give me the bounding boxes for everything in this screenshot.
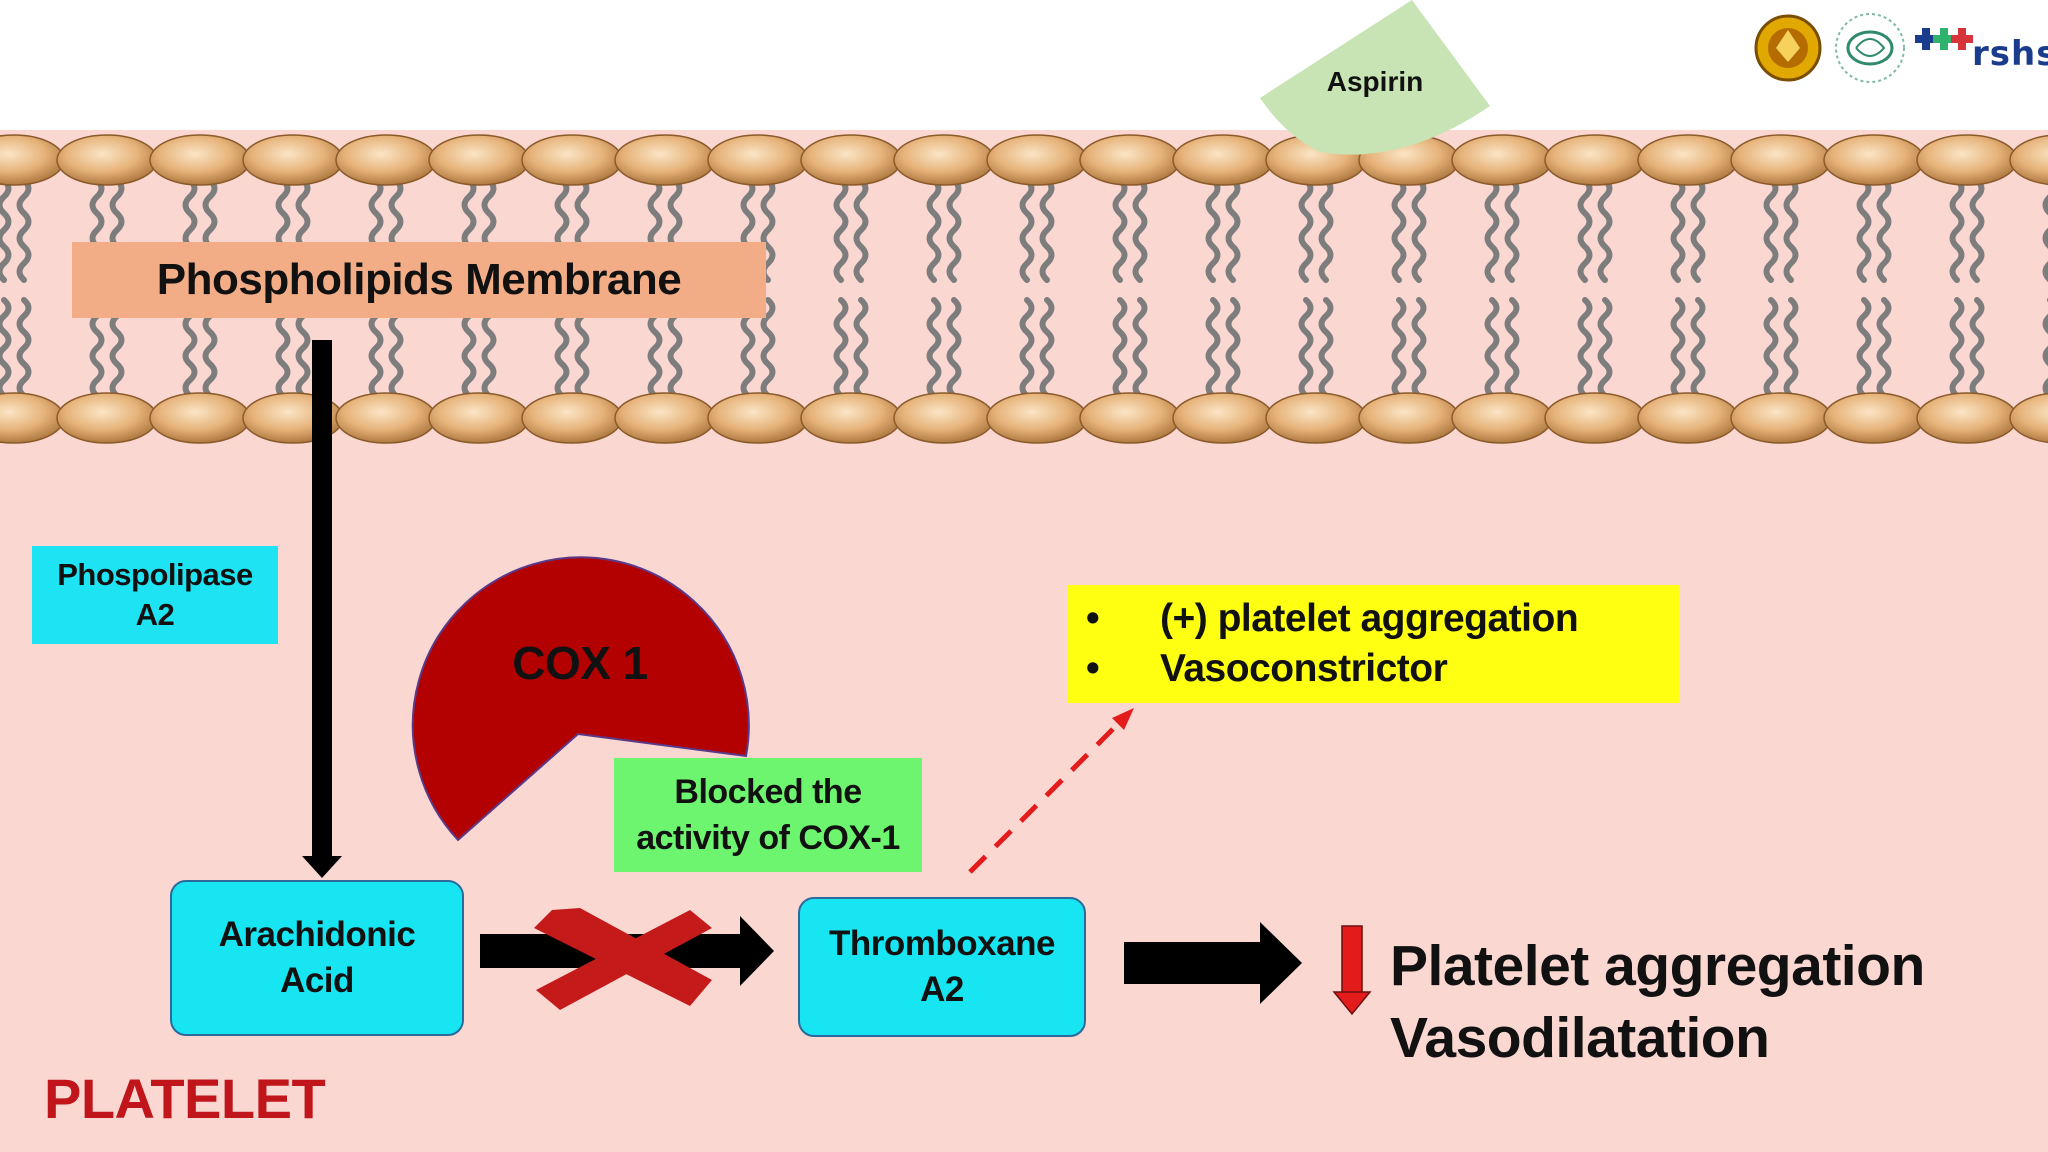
blocked-cox1-note: Blocked the activity of COX-1: [614, 758, 922, 872]
arachidonic-acid-box: Arachidonic Acid: [170, 880, 464, 1036]
rshs-logo-text: rshs: [1972, 34, 2048, 74]
arachidonic-line1: Arachidonic: [218, 915, 416, 954]
result-line2: Vasodilatation: [1390, 1006, 1770, 1070]
cox1-label: COX 1: [512, 637, 648, 689]
effect-text: Vasoconstrictor: [1160, 647, 1448, 690]
result-text: Platelet aggregation Vasodilatation: [1390, 930, 1925, 1074]
phospholipase-line1: Phospolipase: [57, 557, 253, 592]
dashed-arrow-to-effects: [968, 708, 1134, 874]
bullet-icon: •: [1086, 597, 1100, 640]
thromboxane-line2: A2: [920, 970, 964, 1009]
blocked-cross-icon: [534, 908, 712, 1010]
bullet-icon: •: [1086, 647, 1100, 690]
phospholipase-a2-box: Phospolipase A2: [32, 546, 278, 644]
lipid-heads: [0, 134, 2048, 444]
program-logo-icon: [1835, 13, 1905, 83]
effect-item: • Vasoconstrictor: [1068, 643, 1680, 695]
arrow-thromboxane-to-result: [1124, 922, 1302, 1004]
thromboxane-a2-box: Thromboxane A2: [798, 897, 1086, 1037]
effect-item: • (+) platelet aggregation: [1068, 593, 1680, 645]
phospholipase-line2: A2: [135, 597, 175, 632]
rshs-logo-icon: [1915, 28, 1973, 50]
blocked-line2: activity of COX-1: [636, 819, 900, 857]
effects-box: • (+) platelet aggregation • Vasoconstri…: [1068, 585, 1680, 703]
phospholipids-membrane-label: Phospholipids Membrane: [72, 242, 766, 318]
effect-text: (+) platelet aggregation: [1160, 597, 1579, 640]
university-seal-icon: [1754, 14, 1822, 82]
blocked-line1: Blocked the: [674, 773, 862, 811]
arrow-membrane-to-arachidonic: [302, 340, 342, 878]
platelet-label: PLATELET: [44, 1067, 326, 1130]
thromboxane-line1: Thromboxane: [829, 924, 1055, 963]
aspirin-label: Aspirin: [1326, 66, 1424, 97]
decrease-arrow-icon: [1332, 925, 1372, 1016]
result-line1: Platelet aggregation: [1390, 934, 1925, 998]
arachidonic-line2: Acid: [280, 961, 354, 1000]
cox1-enzyme-shape: [411, 556, 750, 842]
